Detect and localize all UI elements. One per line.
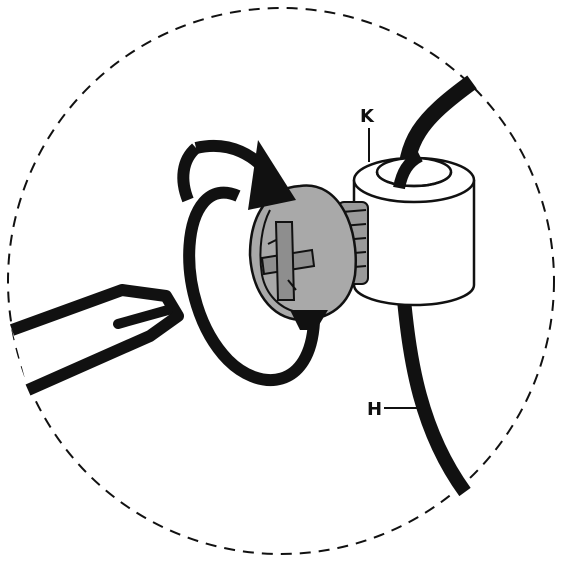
detail-circle-outline	[7, 7, 555, 555]
cable-h	[397, 299, 471, 497]
sleeve-k	[352, 150, 476, 307]
label-h: H	[367, 399, 382, 420]
callout-h: H	[367, 399, 418, 420]
rotation-arrow-icon	[177, 139, 328, 386]
label-k: K	[360, 106, 375, 127]
screwdriver-icon	[9, 284, 184, 396]
callout-k: K	[360, 106, 375, 162]
